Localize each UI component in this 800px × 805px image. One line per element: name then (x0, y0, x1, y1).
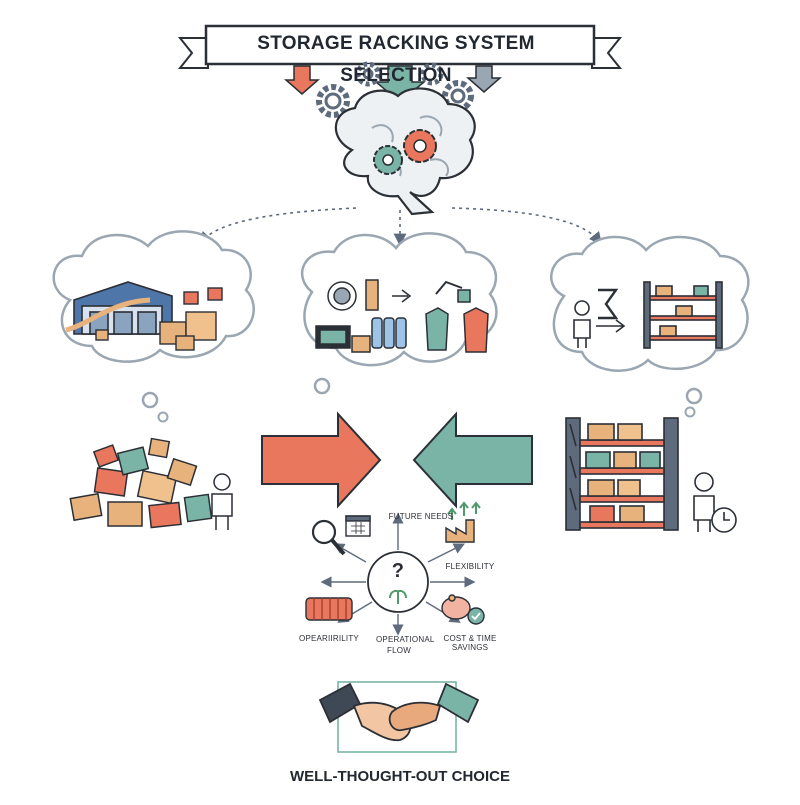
thought-cloud-products (301, 232, 498, 395)
page-title: STORAGE RACKING SYSTEM SELECTION (257, 33, 535, 86)
cluttered-boxes-icon (69, 437, 233, 530)
thought-connectors (198, 207, 603, 247)
factor-label-flexibility: FLEXIBILITY (445, 562, 495, 571)
hose-coil-icon (305, 597, 353, 621)
footer-label: WELL-THOUGHT-OUT CHOICE (290, 768, 510, 785)
racking-person-icon (573, 281, 723, 349)
factory-growth-icon (445, 501, 481, 543)
factor-hub (320, 512, 476, 636)
warehouse-icon (65, 281, 173, 335)
converging-arrows (261, 411, 533, 509)
factor-label-cost-time-savings: COST & TIME SAVINGS (443, 634, 497, 652)
title-banner (177, 24, 623, 69)
organized-rack-icon (565, 417, 737, 533)
magnifier-icon (311, 519, 346, 556)
products-icon (315, 279, 489, 353)
factor-label-operability: OPEARIIRILITY (299, 634, 359, 643)
factor-label-future-needs: FUTURE NEEDS (388, 512, 454, 521)
parcel-boxes-icon (95, 287, 223, 351)
handshake-icon (318, 681, 480, 753)
piggy-bank-icon (441, 594, 485, 625)
factor-label-operational-flow: OPERATIONAL FLOW (376, 635, 435, 655)
decision-question-mark: ? (391, 560, 405, 582)
calendar-icon (345, 515, 371, 537)
brain-icon (334, 87, 476, 216)
